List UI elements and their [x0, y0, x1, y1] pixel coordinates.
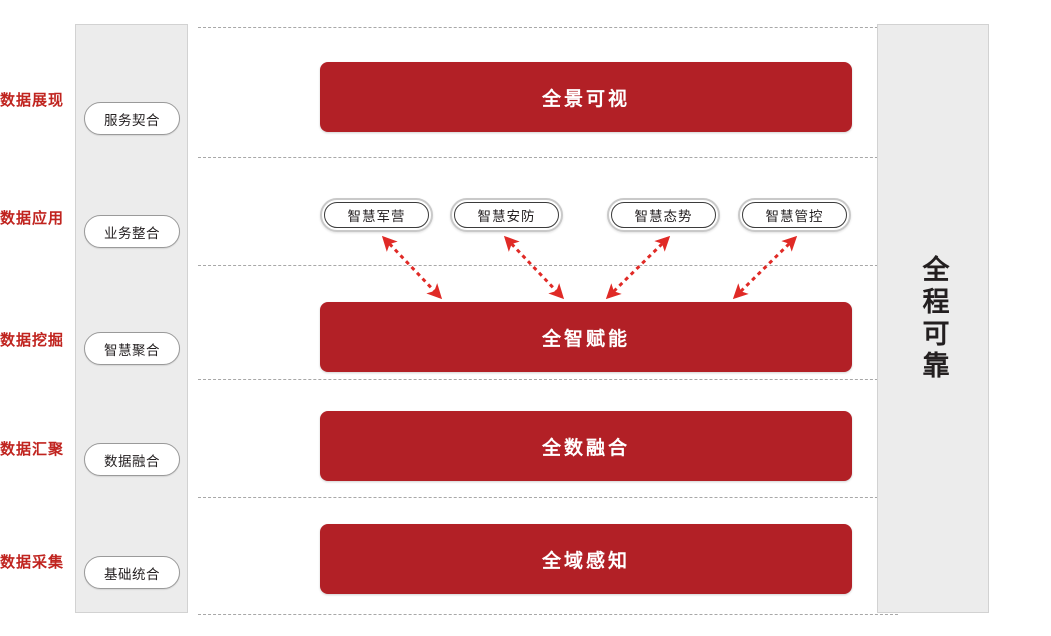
divider-4	[198, 497, 898, 498]
app-pill-label: 智慧军营	[347, 209, 406, 224]
row-label-data-application: 数据应用	[0, 210, 65, 227]
app-pill-inner: 智慧军营	[324, 202, 429, 228]
sidebar-item-label: 业务整合	[104, 225, 160, 241]
app-pill-smart-control[interactable]: 智慧管控	[738, 198, 851, 232]
divider-3	[198, 379, 898, 380]
reliability-sidebar: 全程可靠	[877, 24, 989, 613]
arrow-smart-security	[503, 235, 565, 300]
app-pill-label: 智慧管控	[765, 209, 824, 224]
stage-bar-label: 全域感知	[541, 550, 630, 572]
row-label-data-convergence: 数据汇聚	[0, 441, 65, 458]
sidebar-item-label: 基础统合	[104, 566, 160, 582]
app-pill-smart-situation[interactable]: 智慧态势	[607, 198, 720, 232]
stage-bar-panoramic-visual[interactable]: 全景可视	[320, 62, 852, 132]
sidebar-item-service-fit[interactable]: 服务契合	[84, 102, 180, 135]
sidebar-item-foundation-unification[interactable]: 基础统合	[84, 556, 180, 589]
divider-top	[198, 27, 898, 28]
stage-bar-label: 全数融合	[541, 437, 630, 459]
app-pill-smart-barracks[interactable]: 智慧军营	[320, 198, 433, 232]
divider-bottom	[198, 614, 898, 615]
arrow-smart-barracks	[381, 235, 443, 300]
divider-2	[198, 265, 898, 266]
sidebar-item-label: 服务契合	[104, 112, 160, 128]
sidebar-item-label: 智慧聚合	[104, 342, 160, 358]
stage-bar-label: 全智赋能	[541, 328, 630, 350]
stage-bar-label: 全景可视	[541, 88, 630, 110]
arrow-smart-situation	[605, 235, 671, 300]
row-label-data-collection: 数据采集	[0, 554, 65, 571]
sidebar-item-smart-aggregation[interactable]: 智慧聚合	[84, 332, 180, 365]
stage-bar-full-domain-sensing[interactable]: 全域感知	[320, 524, 852, 594]
sidebar-item-data-fusion[interactable]: 数据融合	[84, 443, 180, 476]
app-pill-label: 智慧态势	[634, 209, 693, 224]
app-pill-inner: 智慧安防	[454, 202, 559, 228]
row-label-data-presentation: 数据展现	[0, 92, 65, 109]
app-pill-smart-security[interactable]: 智慧安防	[450, 198, 563, 232]
arrow-smart-control	[732, 235, 798, 300]
stage-bar-full-data-fusion[interactable]: 全数融合	[320, 411, 852, 481]
right-sidebar-slogan: 全程可靠	[878, 25, 988, 612]
app-pill-label: 智慧安防	[477, 209, 536, 224]
sidebar-item-label: 数据融合	[104, 453, 160, 469]
capability-sidebar: 服务契合 业务整合 智慧聚合 数据融合 基础统合	[75, 24, 188, 613]
sidebar-item-business-integration[interactable]: 业务整合	[84, 215, 180, 248]
app-pill-inner: 智慧管控	[742, 202, 847, 228]
divider-1	[198, 157, 898, 158]
right-sidebar-slogan-text: 全程可靠	[918, 254, 949, 383]
row-label-data-mining: 数据挖掘	[0, 332, 65, 349]
stage-bar-full-intelligence[interactable]: 全智赋能	[320, 302, 852, 372]
app-pill-inner: 智慧态势	[611, 202, 716, 228]
